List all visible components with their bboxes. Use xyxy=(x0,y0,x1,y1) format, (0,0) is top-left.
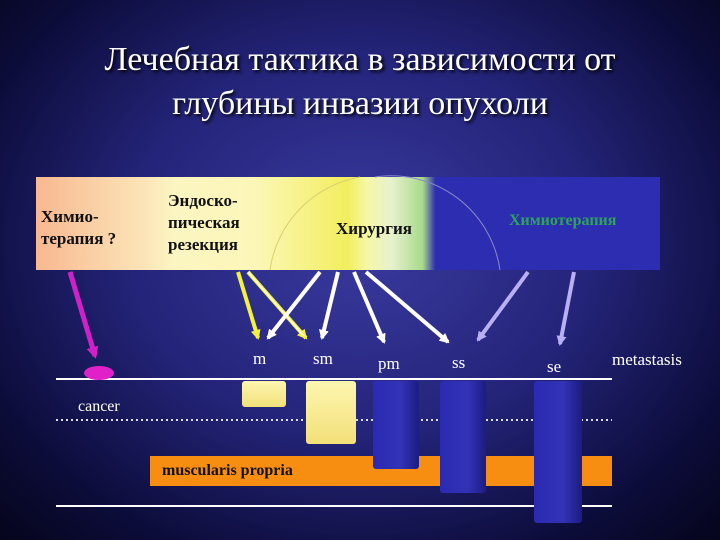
tumor-ss xyxy=(440,381,486,493)
surgery-arrow-sm xyxy=(319,271,340,340)
chemo-arc xyxy=(374,175,501,271)
endoscopic-resection-label: Эндоско- пическая резекция xyxy=(168,190,240,256)
slide-title: Лечебная тактика в зависимости от глубин… xyxy=(0,38,720,126)
endo-arrow-m xyxy=(236,271,261,340)
chemo-arrow-ss xyxy=(476,270,530,342)
layer-label-ss: ss xyxy=(452,353,466,372)
surgery-arc xyxy=(269,176,361,271)
muscularis-propria-label: muscularis propria xyxy=(162,462,293,479)
endo-line-3: резекция xyxy=(168,235,238,254)
surgery-arrow-m xyxy=(266,270,322,340)
layer-label-pm: pm xyxy=(378,354,400,373)
title-line-2: глубины инвазии опухоли xyxy=(172,85,548,122)
layer-label-sm: sm xyxy=(313,349,333,368)
endo-line-1: Эндоско- xyxy=(168,191,238,210)
chemo-question-arrow xyxy=(67,271,99,359)
chemo-q-line-1: Химио- xyxy=(41,207,99,226)
cancer-lesion xyxy=(84,366,114,380)
treatment-band xyxy=(36,177,660,270)
tumor-pm xyxy=(373,381,419,469)
endo-arrow-sm-inner xyxy=(247,271,305,337)
title-line-1: Лечебная тактика в зависимости от xyxy=(104,41,616,78)
chemo-arrow-se xyxy=(556,271,576,346)
chemotherapy-question-label: Химио- терапия ? xyxy=(41,206,116,250)
layer-label-m: m xyxy=(253,349,267,368)
surgery-arrow-ss xyxy=(364,270,450,344)
chemotherapy-label: Химиотерапия xyxy=(509,212,617,229)
tumor-m xyxy=(242,381,286,407)
surgery-label: Хирургия xyxy=(336,219,412,238)
surgery-arrow-pm xyxy=(352,271,386,344)
cancer-label: cancer xyxy=(78,398,120,415)
layer-label-metastasis: metastasis xyxy=(612,350,682,369)
tumor-se xyxy=(534,381,582,523)
layer-label-se: se xyxy=(547,357,562,376)
chemo-q-line-2: терапия ? xyxy=(41,229,117,248)
tumor-sm xyxy=(306,381,356,444)
endo-line-2: пическая xyxy=(168,213,240,232)
